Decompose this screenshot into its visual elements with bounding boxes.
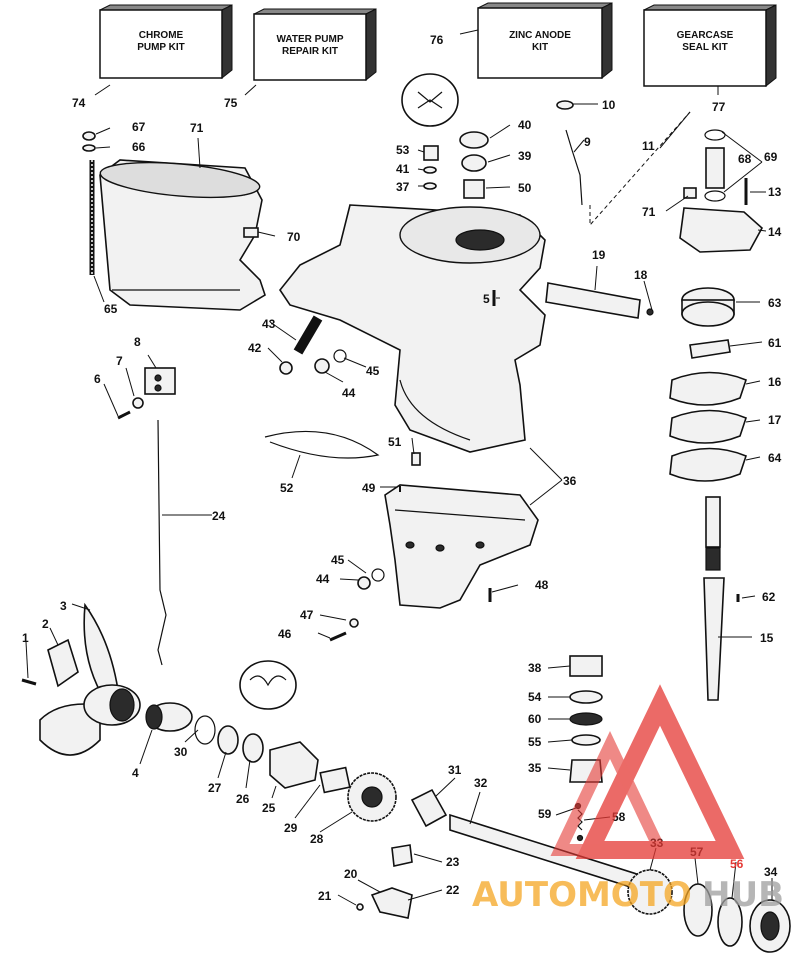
callout-30: 30 [174,745,188,759]
callout-21: 21 [318,889,332,903]
callout-25: 25 [262,801,276,815]
callout-74: 74 [72,96,86,110]
callout-29: 29 [284,821,298,835]
callout-18: 18 [634,268,648,282]
callout-8: 8 [134,335,141,349]
callout-6: 6 [94,372,101,386]
callout-20: 20 [344,867,358,881]
callout-44b: 44 [316,572,330,586]
callout-40: 40 [518,118,532,132]
callout-13: 13 [768,185,782,199]
callout-16: 16 [768,375,782,389]
watermark-text-hub: HUB [702,875,784,915]
callout-67: 67 [132,120,146,134]
callout-51: 51 [388,435,402,449]
kit-box-zinc-anode: ZINC ANODE KIT [477,2,613,80]
gearcase-upper [279,204,546,453]
callout-19: 19 [592,248,606,262]
gearcase-lower [384,484,539,609]
callout-22: 22 [446,883,460,897]
kit-label-line2: REPAIR KIT [282,46,338,57]
propeller [39,602,141,756]
callout-64: 64 [768,451,782,465]
callout-45: 45 [366,364,380,378]
callout-75: 75 [224,96,238,110]
callout-27: 27 [208,781,222,795]
callout-62: 62 [762,590,776,604]
callout-31: 31 [448,763,462,777]
watermark-text-automoto: AUTOMOTO [472,875,692,915]
callout-39: 39 [518,149,532,163]
callout-10: 10 [602,98,616,112]
kit-box-gearcase-seal: GEARCASE SEAL KIT [643,4,777,88]
kit-label-line1: CHROME [139,30,184,41]
callout-4: 4 [132,766,139,780]
callout-24: 24 [212,509,226,523]
callout-14: 14 [768,225,782,239]
kit-box-water-pump: WATER PUMP REPAIR KIT [253,8,377,82]
callout-56: 56 [730,857,744,871]
callout-68: 68 [738,152,752,166]
callout-63: 63 [768,296,782,310]
callout-3: 3 [60,599,67,613]
callout-53: 53 [396,143,410,157]
callout-70: 70 [287,230,301,244]
callout-65: 65 [104,302,118,316]
callout-76: 76 [430,33,444,47]
callout-47: 47 [300,608,314,622]
callout-45b: 45 [331,553,345,567]
callout-1: 1 [22,631,29,645]
callout-71: 71 [190,121,204,135]
callout-55: 55 [528,735,542,749]
callout-41: 41 [396,162,410,176]
callout-23: 23 [446,855,460,869]
callout-7: 7 [116,354,123,368]
kit-label-line2: SEAL KIT [682,42,727,53]
callout-36: 36 [563,474,577,488]
watermark-logo: AUTOMOTO HUB [472,684,784,915]
callout-71b: 71 [642,205,656,219]
kit-label-line1: ZINC ANODE [509,30,571,41]
kit-box-chrome-pump: CHROME PUMP KIT [99,4,233,80]
callout-28: 28 [310,832,324,846]
callout-52: 52 [280,481,294,495]
callout-38: 38 [528,661,542,675]
callout-42: 42 [248,341,262,355]
kit-label-line1: GEARCASE [677,30,734,41]
callout-34: 34 [764,865,778,879]
callout-49: 49 [362,481,376,495]
callout-43: 43 [262,317,276,331]
callout-35: 35 [528,761,542,775]
callout-44: 44 [342,386,356,400]
kit-label-line2: KIT [532,42,548,53]
callout-61: 61 [768,336,782,350]
callout-46: 46 [278,627,292,641]
callout-50: 50 [518,181,532,195]
exhaust-housing [99,159,266,311]
callout-15: 15 [760,631,774,645]
kit-label-line2: PUMP KIT [137,42,185,53]
callout-17: 17 [768,413,782,427]
callout-26: 26 [236,792,250,806]
callout-9: 9 [584,135,591,149]
callout-5: 5 [483,292,490,306]
callout-66: 66 [132,140,146,154]
callout-54: 54 [528,690,542,704]
callout-11: 11 [642,139,655,153]
kit-label-line1: WATER PUMP [276,34,343,45]
callout-60: 60 [528,712,542,726]
callout-32: 32 [474,776,488,790]
callout-37: 37 [396,180,410,194]
callout-59: 59 [538,807,552,821]
callout-77: 77 [712,100,726,114]
callout-48: 48 [535,578,549,592]
callout-69: 69 [764,150,778,164]
callout-2: 2 [42,617,49,631]
